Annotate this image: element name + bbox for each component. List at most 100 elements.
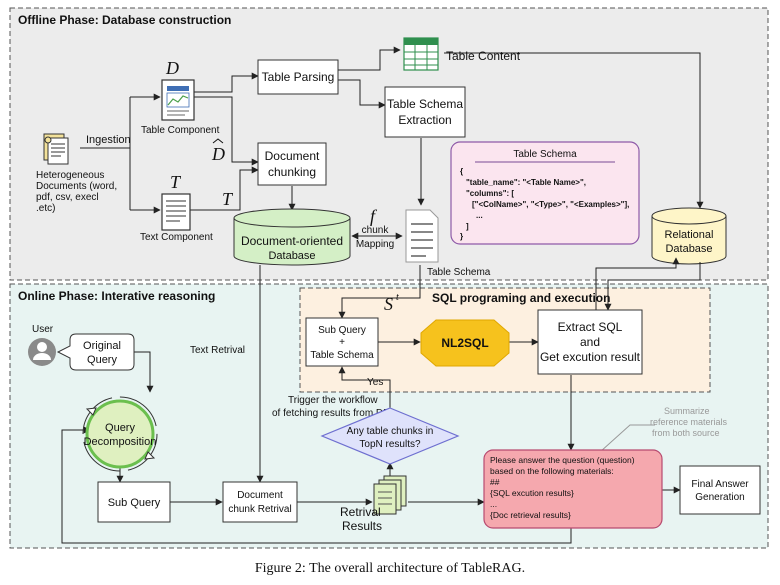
- document-oriented-database-line-2: Database: [268, 250, 315, 262]
- relational-database-line-2: Database: [665, 243, 712, 255]
- summarize-note-line-1: Summarize: [664, 406, 710, 416]
- cycle-arrow-icon: [85, 407, 156, 460]
- retrival-results-line-1: Retrival: [340, 505, 381, 519]
- retrival-results-stack-icon: [373, 475, 407, 515]
- prompt-line-3: ##: [490, 477, 500, 487]
- hetero-docs-line-3: pdf, csv, execl: [36, 192, 99, 203]
- sub-query-box: [97, 481, 171, 523]
- relational-database-line-1: Relational: [665, 229, 714, 241]
- query-decomposition-line-1: Query: [105, 422, 135, 434]
- query-decomposition-circle: [82, 396, 158, 472]
- document-chunking-line-1: Document: [265, 149, 320, 163]
- original-query-line-1: Original: [83, 340, 121, 352]
- schema-card-line-4: ["<ColName>", "<Type>", "<Examples>"],: [472, 200, 629, 209]
- schema-card-line-5: ...: [476, 211, 483, 220]
- document-chunk-retrival-line-2: chunk Retrival: [228, 504, 291, 515]
- table-schema-card: [450, 141, 640, 245]
- extract-sql-box: [537, 309, 643, 375]
- schema-card-line-1: {: [460, 167, 463, 176]
- table-schema-card-title: Table Schema: [513, 149, 577, 160]
- summarize-note-line-3: from both source: [652, 428, 720, 438]
- schema-card-line-7: }: [460, 232, 463, 241]
- prompt-line-4: {SQL excution results}: [490, 488, 574, 498]
- table-schema-extraction-line-2: Extraction: [398, 113, 451, 127]
- final-answer-line-2: Generation: [695, 492, 744, 503]
- trigger-line-1: Trigger the workflow: [288, 395, 378, 406]
- summarize-note-line-2: reference materials: [650, 417, 728, 427]
- text-component-label: Text Component: [140, 232, 213, 243]
- svg-text:D: D: [211, 144, 225, 164]
- schema-document-icon: [405, 209, 439, 263]
- prompt-line-1: Please answer the question (question): [490, 455, 635, 465]
- prompt-line-6: {Doc retrieval results}: [490, 510, 571, 520]
- svg-text:S: S: [384, 294, 393, 314]
- original-query-line-2: Query: [87, 354, 117, 366]
- chunk-mapping-line-2: Mapping: [356, 239, 394, 250]
- hetero-docs-line-2: Documents (word,: [36, 181, 117, 192]
- t-symbol-side: T: [222, 189, 234, 209]
- d-hat-symbol: D: [211, 138, 225, 164]
- trigger-line-2: of fetching results from DB: [272, 408, 390, 419]
- text-retrival-label: Text Retrival: [190, 345, 245, 356]
- s-t-symbol: S t: [384, 292, 399, 314]
- subquery-table-schema-line-2: +: [339, 337, 345, 348]
- extract-sql-line-3: Get excution result: [540, 350, 641, 364]
- text-component-icon: [161, 193, 191, 231]
- prompt-line-5: ...: [490, 499, 497, 509]
- ingestion-label: Ingestion: [86, 134, 131, 146]
- user-label: User: [32, 324, 54, 335]
- prompt-line-2: based on the following materials:: [490, 466, 614, 476]
- table-parsing-label: Table Parsing: [262, 70, 335, 84]
- final-answer-box: [679, 465, 761, 515]
- schema-card-line-2: "table_name": "<Table Name>",: [466, 178, 586, 187]
- retrival-results-line-2: Results: [342, 519, 382, 533]
- user-avatar-icon: [28, 338, 56, 366]
- nl2sql-node: [420, 319, 510, 367]
- document-oriented-database-line-1: Document-oriented: [241, 234, 343, 248]
- table-content-label: Table Content: [446, 49, 521, 63]
- query-decomposition-line-2: Decomposition: [84, 436, 157, 448]
- subquery-table-schema-line-3: Table Schema: [310, 350, 374, 361]
- document-oriented-database: [233, 208, 351, 266]
- online-phase-title: Online Phase: Interative reasoning: [18, 289, 215, 303]
- table-schema-label: Table Schema: [427, 267, 491, 278]
- schema-card-line-3: "columns": [: [466, 189, 514, 198]
- f-symbol: f: [370, 206, 378, 226]
- heterogeneous-documents-icon: [43, 133, 69, 165]
- table-schema-extraction-line-1: Table Schema: [387, 97, 463, 111]
- subquery-table-schema-line-1: Sub Query: [318, 325, 366, 336]
- extract-sql-line-1: Extract SQL: [558, 320, 623, 334]
- extract-sql-line-2: and: [580, 335, 600, 349]
- yes-label: Yes: [367, 377, 383, 388]
- document-chunking-box: [257, 142, 327, 186]
- hetero-docs-line-4: .etc): [36, 203, 55, 214]
- t-symbol-top: T: [170, 172, 182, 192]
- subquery-table-schema-box: [305, 317, 379, 367]
- sql-section-title: SQL programing and execution: [432, 291, 610, 305]
- hetero-docs-line-1: Heterogeneous: [36, 170, 104, 181]
- figure-caption: Figure 2: The overall architecture of Ta…: [254, 561, 526, 576]
- final-answer-line-1: Final Answer: [691, 479, 749, 490]
- d-symbol: D: [165, 58, 179, 78]
- sub-query-label: Sub Query: [108, 497, 161, 509]
- document-chunk-retrival-line-1: Document: [237, 490, 283, 501]
- spreadsheet-icon: [403, 37, 439, 71]
- table-component-icon: [161, 79, 195, 121]
- offline-phase-title: Offline Phase: Database construction: [18, 13, 231, 27]
- table-parsing-box: [257, 59, 339, 95]
- schema-card-line-6: ]: [466, 222, 469, 231]
- original-query-callout: [56, 333, 135, 371]
- answer-prompt-box: [483, 449, 663, 529]
- decision-line-1: Any table chunks in: [347, 426, 434, 437]
- table-chunks-decision: [320, 407, 460, 465]
- svg-text:t: t: [396, 292, 399, 303]
- table-component-label: Table Component: [141, 125, 220, 136]
- chunk-mapping-line-1: chunk: [362, 225, 390, 236]
- document-chunk-retrival-box: [222, 481, 298, 523]
- decision-line-2: TopN results?: [359, 439, 421, 450]
- table-schema-extraction-box: [384, 86, 466, 138]
- nl2sql-label: NL2SQL: [441, 336, 488, 350]
- document-chunking-line-2: chunking: [268, 165, 316, 179]
- relational-database: [651, 207, 727, 265]
